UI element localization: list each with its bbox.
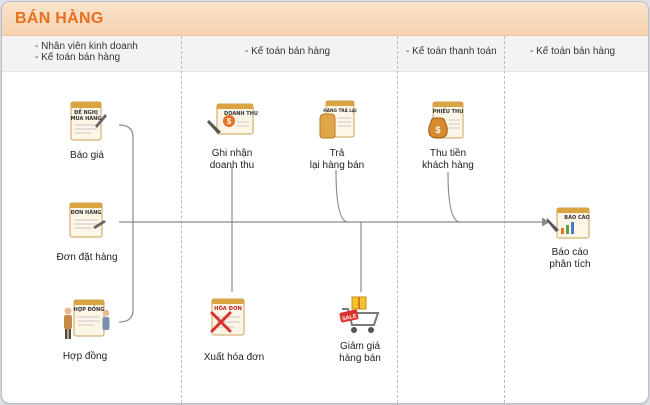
report-document-icon: BÁO CÁO xyxy=(547,207,590,239)
column-header-4: - Kế toán bán hàng xyxy=(530,46,615,57)
column-header-1-line-1: - Nhân viên kinh doanh xyxy=(35,41,138,52)
diagram-title: BÁN HÀNG xyxy=(15,10,104,27)
receipt-line xyxy=(447,171,461,223)
node-hop-dong-label: Hợp đồng xyxy=(62,351,108,362)
column-header-1: - Nhân viên kinh doanh - Kế toán bán hàn… xyxy=(35,41,138,63)
column-header-1-line-2: - Kế toán bán hàng xyxy=(35,52,121,63)
invoice-document-icon: HÓA ĐƠN xyxy=(210,298,245,336)
node-bao-gia-label: Báo giá xyxy=(70,150,104,161)
column-header-row: - Nhân viên kinh doanh - Kế toán bán hàn… xyxy=(2,36,648,72)
column-divider-2 xyxy=(397,36,398,403)
column-divider-1 xyxy=(181,36,182,403)
node-bao-cao-label: Báo cáo phân tích xyxy=(539,247,601,271)
revenue-document-icon: DOANH THU $ xyxy=(207,103,258,135)
order-doc-title: ĐƠN HÀNG xyxy=(71,209,102,216)
receipt-doc-title: PHIẾU THU xyxy=(433,107,464,115)
node-thu-tien-label-line-1: Thu tiền xyxy=(429,148,467,159)
return-doc-title: HÀNG TRẢ LẠI xyxy=(323,108,357,113)
node-tra-lai-label: Trả lại hàng bán xyxy=(304,148,370,172)
column-header-2: - Kế toán bán hàng xyxy=(245,46,330,57)
column-divider-3 xyxy=(504,36,505,403)
node-bao-cao-label-line-1: Báo cáo xyxy=(551,247,589,258)
quote-doc-title-1: ĐỀ NGHỊ xyxy=(74,107,98,116)
node-thu-tien-label-line-2: khách hàng xyxy=(422,160,474,171)
title-bar: BÁN HÀNG xyxy=(2,2,648,36)
order-document-icon: ĐƠN HÀNG xyxy=(69,202,106,238)
receipt-document-icon: PHIẾU THU $ xyxy=(428,101,464,139)
node-tra-lai-label-line-1: Trả xyxy=(329,148,345,159)
column-header-2-line-1: - Kế toán bán hàng xyxy=(245,46,331,57)
quote-document-icon: ĐỀ NGHỊ MUA HÀNG xyxy=(70,101,107,141)
svg-text:$: $ xyxy=(227,117,232,126)
column-header-3: - Kế toán thanh toán xyxy=(406,46,497,57)
node-thu-tien-label: Thu tiền khách hàng xyxy=(414,148,482,172)
revenue-doc-title: DOANH THU xyxy=(224,111,258,117)
column-header-4-line-1: - Kế toán bán hàng xyxy=(530,46,616,57)
node-ghi-nhan-label-line-2: doanh thu xyxy=(209,160,255,171)
node-ghi-nhan-label: Ghi nhận doanh thu xyxy=(200,148,264,172)
contract-document-icon: HỢP ĐỒNG xyxy=(64,299,110,339)
node-tra-lai-label-line-2: lại hàng bán xyxy=(309,160,365,171)
svg-text:$: $ xyxy=(435,125,440,135)
return-line xyxy=(335,169,349,223)
node-bao-cao-label-line-2: phân tích xyxy=(549,259,591,270)
left-bracket-line xyxy=(118,124,134,323)
main-flow-arrowhead xyxy=(542,217,550,227)
column-header-3-line-1: - Kế toán thanh toán xyxy=(406,46,497,57)
quote-doc-title-2: MUA HÀNG xyxy=(71,115,102,122)
invoice-doc-title: HÓA ĐƠN xyxy=(214,305,242,312)
contract-doc-title: HỢP ĐỒNG xyxy=(74,304,105,313)
node-xuat-hoa-don-label: Xuất hóa đơn xyxy=(203,352,265,363)
returned-goods-document-icon: HÀNG TRẢ LẠI xyxy=(319,100,357,139)
node-giam-gia-label: Giảm giá hàng bán xyxy=(328,341,392,365)
report-doc-title: BÁO CÁO xyxy=(564,214,589,221)
node-giam-gia-label-line-1: Giảm giá xyxy=(339,341,380,352)
node-giam-gia-label-line-2: hàng bán xyxy=(339,353,381,364)
sale-badge-text: SALE xyxy=(342,313,358,322)
node-don-dat-hang-label: Đơn đặt hàng xyxy=(56,252,118,263)
discount-cart-icon: SALE xyxy=(339,296,380,333)
node-ghi-nhan-label-line-1: Ghi nhận xyxy=(211,148,253,159)
